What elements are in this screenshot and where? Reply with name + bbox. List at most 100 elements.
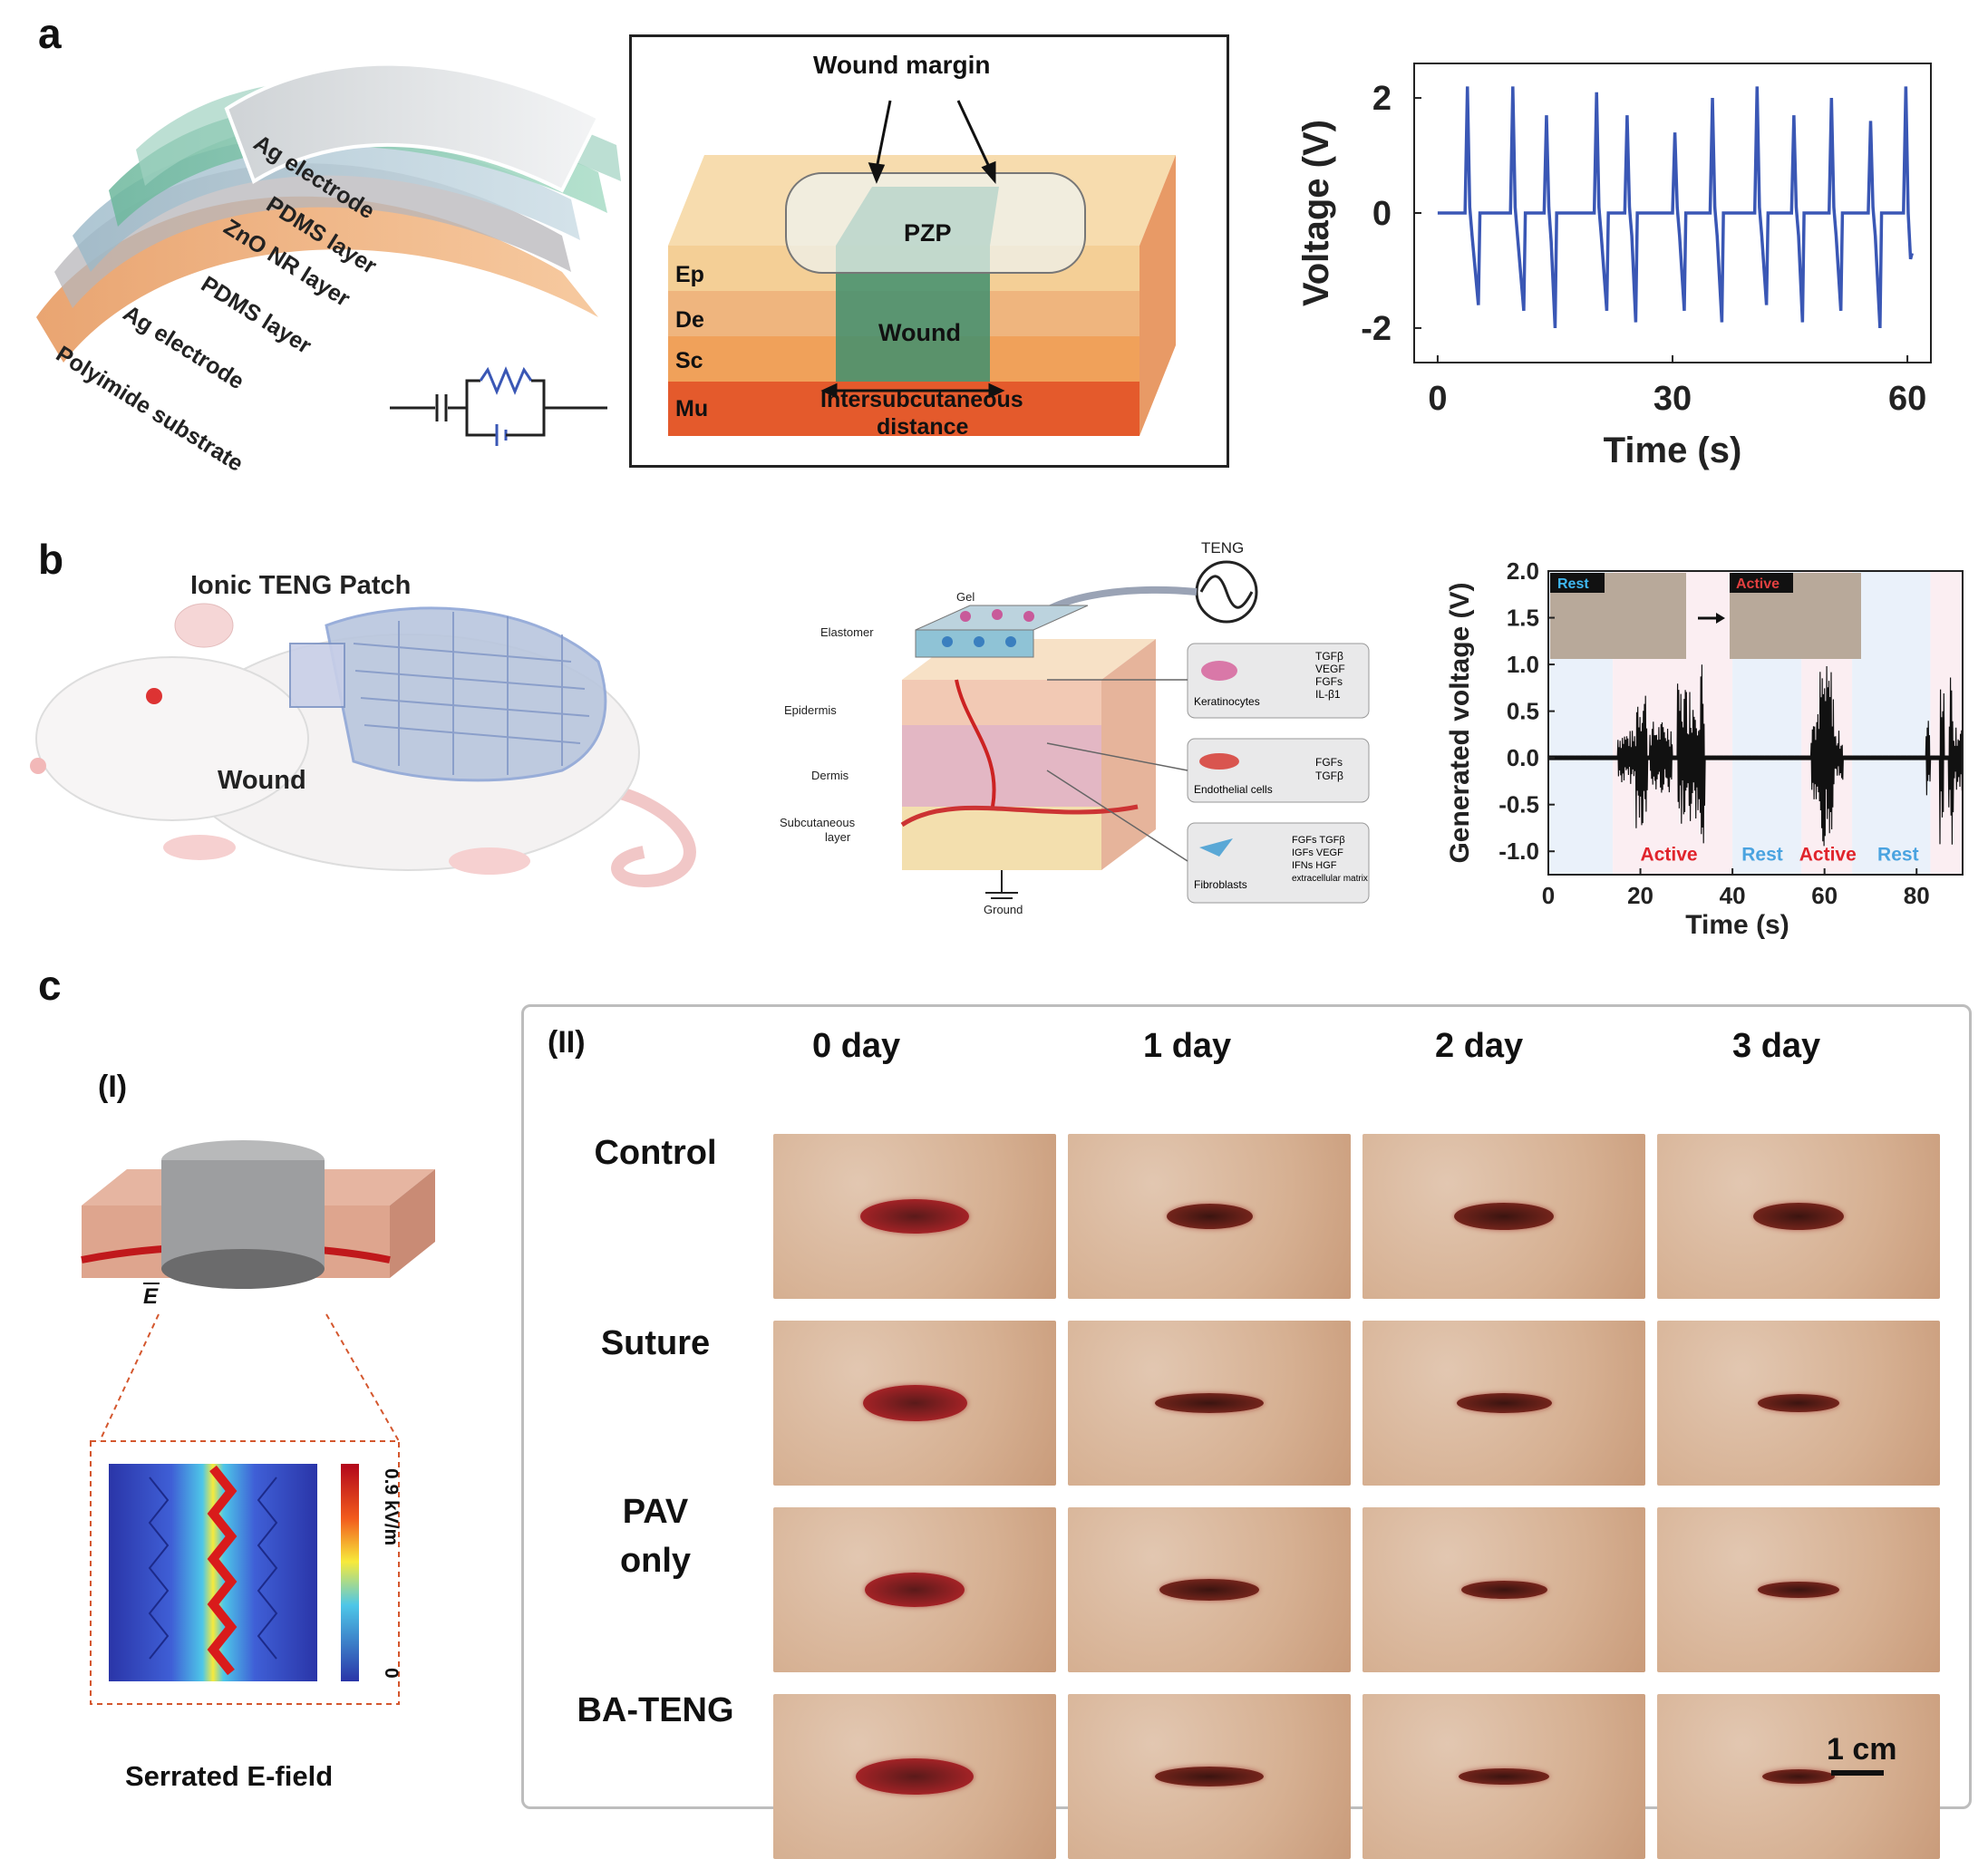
wound-photo	[1657, 1134, 1940, 1299]
panel-letter-b: b	[38, 536, 64, 583]
generated-voltage-line	[1547, 664, 1963, 847]
wound-mark	[1454, 1203, 1554, 1230]
row-label-suture: Suture	[600, 1324, 711, 1362]
mouse-tail	[597, 782, 696, 887]
ag-electrode-top-layer	[224, 62, 601, 193]
plot-frame-b	[1547, 570, 1964, 876]
intersubcutaneous-label: Intersubcutaneous	[820, 387, 1023, 412]
svg-text:FGFs: FGFs	[1315, 675, 1343, 688]
day-header-3: 3 day	[1732, 1027, 1821, 1065]
svg-text:IFNs HGF: IFNs HGF	[1292, 860, 1337, 871]
wound-mark	[1159, 1579, 1259, 1601]
b-x-tick-label-3: 60	[1811, 882, 1838, 909]
tissue-label-sc: Sc	[675, 348, 703, 373]
wound-mark	[862, 1385, 967, 1421]
polyimide-layer	[36, 196, 598, 363]
b-y-tick-label-6: -1.0	[1498, 838, 1539, 865]
svg-text:VEGF: VEGF	[1315, 663, 1345, 675]
scale-bar	[1831, 1770, 1884, 1776]
dermis-layer	[902, 725, 1101, 807]
b-x-tick-label-0: 0	[1542, 882, 1555, 909]
dermis-label: Dermis	[811, 769, 849, 782]
y-tick-label-1: 0	[1372, 195, 1392, 233]
b-y-tick-label-2: 1.0	[1507, 651, 1539, 678]
epidermis-label: Epidermis	[784, 703, 837, 717]
blood-vessel	[955, 679, 996, 808]
wound-photo	[1657, 1507, 1940, 1672]
epidermis-layer	[902, 680, 1101, 725]
subcutaneous-label-2: layer	[825, 830, 851, 844]
wound-pad	[289, 643, 345, 708]
svg-text:Endothelial cells: Endothelial cells	[1194, 783, 1273, 796]
b-y-tick-label-1: 1.5	[1507, 605, 1539, 632]
b-y-tick-label-5: -0.5	[1498, 791, 1539, 818]
wound-mark	[1459, 1768, 1549, 1785]
wound-label: Wound	[878, 319, 961, 346]
pzp-label: PZP	[904, 219, 952, 247]
wound-photo	[773, 1134, 1056, 1299]
wound-photo	[1068, 1321, 1351, 1486]
skin-slab-side	[390, 1169, 435, 1278]
mouse-front-foot	[163, 835, 236, 860]
svg-text:Keratinocytes: Keratinocytes	[1194, 695, 1260, 708]
zoom-box	[90, 1440, 400, 1705]
x-tick-label-0: 0	[1428, 380, 1447, 418]
active-photo-label: Active	[1736, 576, 1780, 592]
wound-photo-grid: (II) 0 day 1 day 2 day 3 day Control Sut…	[521, 1004, 1972, 1859]
x-tick-label-1: 30	[1653, 380, 1692, 418]
teng-patch	[325, 606, 607, 782]
wound-photo	[773, 1507, 1056, 1672]
b-x-axis-label: Time (s)	[1685, 910, 1789, 940]
tissue-label-mu: Mu	[675, 396, 708, 421]
wound-mark	[1753, 1203, 1844, 1230]
gel-pad-top	[915, 605, 1089, 631]
pzp-pad	[785, 172, 1086, 274]
wound-mark	[865, 1573, 965, 1607]
cell-box-keratinocytes: Keratinocytes TGFβ VEGF FGFs IL-β1	[1187, 643, 1370, 719]
mouse-eye	[146, 688, 162, 704]
voltage-line	[1437, 86, 1914, 329]
svg-text:IGFs VEGF: IGFs VEGF	[1292, 847, 1343, 858]
wound-photo	[1363, 1694, 1645, 1859]
mouse-with-patch-illustration: Ionic TENG Patch Wound	[30, 571, 696, 887]
tissue-label-ep: Ep	[675, 262, 704, 287]
mouse-head	[35, 656, 309, 821]
phase-label-active-2: Active	[1799, 845, 1857, 866]
day-header-1: 1 day	[1143, 1027, 1232, 1065]
b-x-tick-label-4: 80	[1904, 882, 1930, 909]
svg-text:IL-β1: IL-β1	[1315, 688, 1341, 701]
y-tick-label-2: -2	[1361, 310, 1392, 348]
wound-mark	[1758, 1394, 1839, 1412]
gel-label: Gel	[956, 590, 975, 604]
wound-photo	[1363, 1507, 1645, 1672]
panel-letter-a: a	[38, 10, 62, 57]
distance-label: distance	[877, 414, 969, 440]
layer-label-5: Ag electrode	[119, 300, 248, 394]
ground-label: Ground	[984, 903, 1023, 915]
wound-photo	[1068, 1694, 1351, 1859]
wound-mark	[860, 1199, 969, 1234]
b-x-tick-label-2: 40	[1720, 882, 1746, 909]
wound-mark	[1166, 1204, 1253, 1229]
elastomer-label: Elastomer	[820, 625, 874, 639]
day-header-2: 2 day	[1435, 1027, 1524, 1065]
b-y-axis-label: Generated voltage (V)	[1445, 582, 1475, 863]
wound-mark	[1456, 1393, 1552, 1413]
svg-text:TGFβ: TGFβ	[1315, 650, 1343, 663]
cell-box-fibroblasts: Fibroblasts FGFs TGFβ IGFs VEGF IFNs HGF…	[1187, 822, 1370, 904]
phase-band-5	[1930, 571, 1963, 875]
tissue-label-de: De	[675, 307, 704, 333]
row-label-pav-only: PAV only	[619, 1493, 692, 1580]
svg-text:Fibroblasts: Fibroblasts	[1194, 878, 1247, 891]
wound-mark	[1460, 1581, 1547, 1599]
layered-device-illustration: Ag electrode PDMS layer ZnO NR layer PDM…	[36, 62, 621, 477]
cylinder-bottom	[161, 1249, 325, 1289]
wound-photo	[1363, 1134, 1645, 1299]
teng-label: TENG	[1201, 539, 1244, 557]
cell-box-endothelial: Endothelial cells FGFs TGFβ	[1187, 738, 1370, 803]
rest-photo-tag	[1550, 573, 1605, 593]
phase-label-active-1: Active	[1641, 845, 1698, 866]
blood-vessel-2	[900, 804, 1139, 828]
serrated-efield-illustration: E 0.9 kV/m 0 Serrated E-field	[81, 1140, 435, 1792]
